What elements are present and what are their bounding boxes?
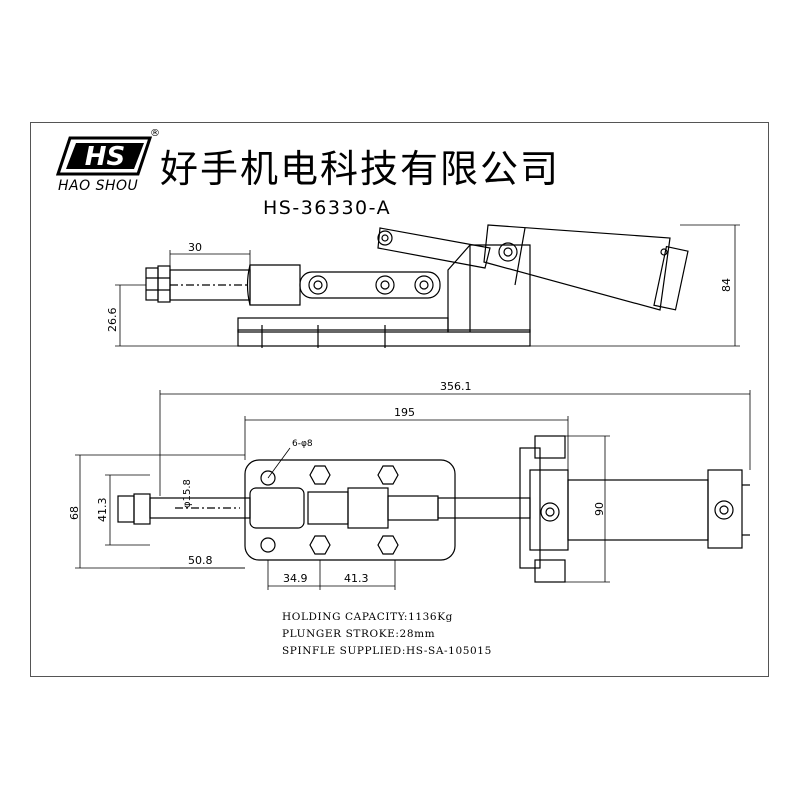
spec-holding-capacity: HOLDING CAPACITY:1136Kg — [282, 611, 453, 623]
dim-width-195: 195 — [394, 406, 415, 419]
model-number: HS-36330-A — [263, 197, 392, 219]
logo-mark-text: HS — [85, 142, 126, 172]
brand-subtitle: HAO SHOU — [58, 178, 139, 194]
spec-list: HOLDING CAPACITY:1136Kg PLUNGER STROKE:2… — [282, 609, 492, 660]
dim-height-26-6: 26.6 — [106, 308, 119, 333]
spec-spindle-supplied: SPINFLE SUPPLIED:HS-SA-105015 — [282, 645, 492, 657]
dim-height-68: 68 — [68, 506, 81, 520]
dim-spacing-41-3: 41.3 — [344, 572, 369, 585]
dim-overall-356-1: 356.1 — [440, 380, 472, 393]
dim-phi-15-8: φ15.8 — [182, 479, 193, 508]
dim-height-90: 90 — [593, 502, 606, 516]
hs-logo-icon: HS — [56, 136, 152, 176]
spec-plunger-stroke: PLUNGER STROKE:28mm — [282, 628, 436, 640]
dim-spacing-34-9: 34.9 — [283, 572, 308, 585]
registered-mark: ® — [150, 128, 160, 139]
dim-plunger-30: 30 — [188, 241, 202, 254]
dim-height-84: 84 — [720, 278, 733, 292]
dim-length-50-8: 50.8 — [188, 554, 213, 567]
dim-height-41-3: 41.3 — [96, 498, 109, 523]
dim-holes-6-phi8: 6-φ8 — [292, 439, 313, 449]
drawing-border — [30, 122, 769, 677]
company-name: 好手机电科技有限公司 — [160, 147, 561, 191]
